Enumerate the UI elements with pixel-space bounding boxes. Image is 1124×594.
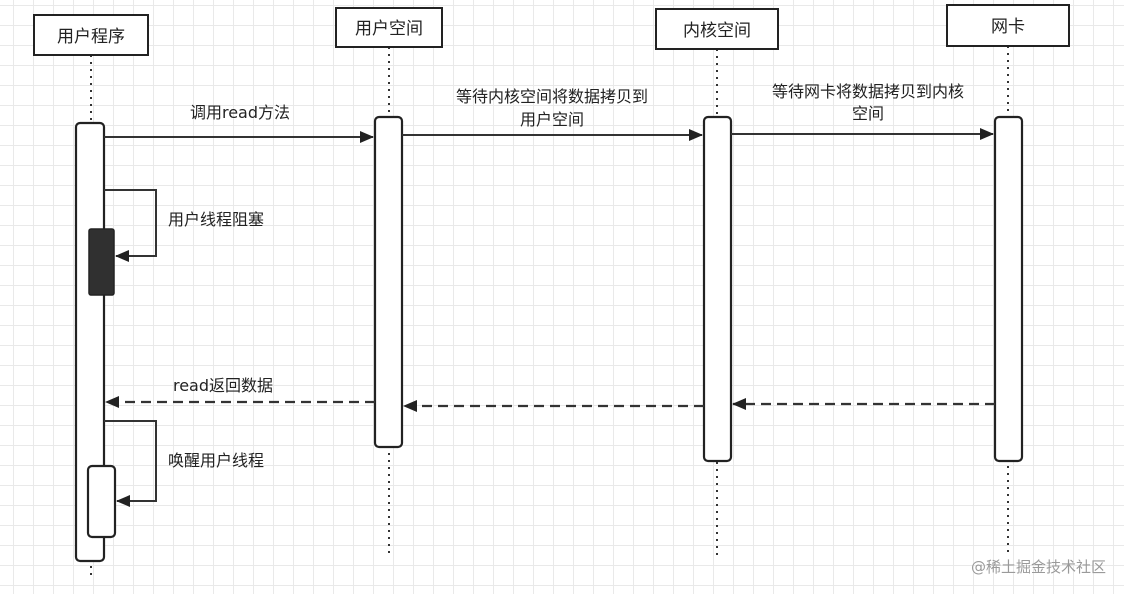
activation-blocked[interactable] — [88, 228, 115, 296]
message-wait-kernel-label-1: 等待内核空间将数据拷贝到 — [456, 87, 648, 106]
message-wait-kernel-label-2: 用户空间 — [520, 110, 584, 129]
self-message-blocked-label: 用户线程阻塞 — [168, 210, 264, 229]
participant-user-space[interactable]: 用户空间 — [335, 7, 443, 48]
self-message-blocked[interactable] — [104, 189, 157, 262]
self-message-wake[interactable] — [104, 420, 157, 507]
participant-nic[interactable]: 网卡 — [946, 4, 1070, 47]
activation-user-space[interactable] — [373, 115, 404, 449]
self-message-wake-label: 唤醒用户线程 — [168, 451, 264, 470]
message-call-read-label: 调用read方法 — [190, 103, 290, 122]
activation-nic[interactable] — [993, 115, 1024, 463]
participant-label: 用户程序 — [57, 27, 125, 47]
participant-kernel-space[interactable]: 内核空间 — [655, 8, 779, 50]
message-wait-nic-label-1: 等待网卡将数据拷贝到内核 — [772, 82, 964, 101]
participant-label: 用户空间 — [355, 19, 423, 39]
activation-wake[interactable] — [86, 464, 117, 539]
participant-label: 内核空间 — [683, 21, 751, 41]
return-read-data-label: read返回数据 — [173, 376, 273, 395]
message-wait-nic-label-2: 空间 — [852, 104, 884, 123]
watermark: @稀土掘金技术社区 — [971, 558, 1106, 576]
participant-label: 网卡 — [991, 17, 1025, 37]
activation-kernel-space[interactable] — [702, 115, 733, 463]
participant-user-program[interactable]: 用户程序 — [33, 14, 149, 56]
